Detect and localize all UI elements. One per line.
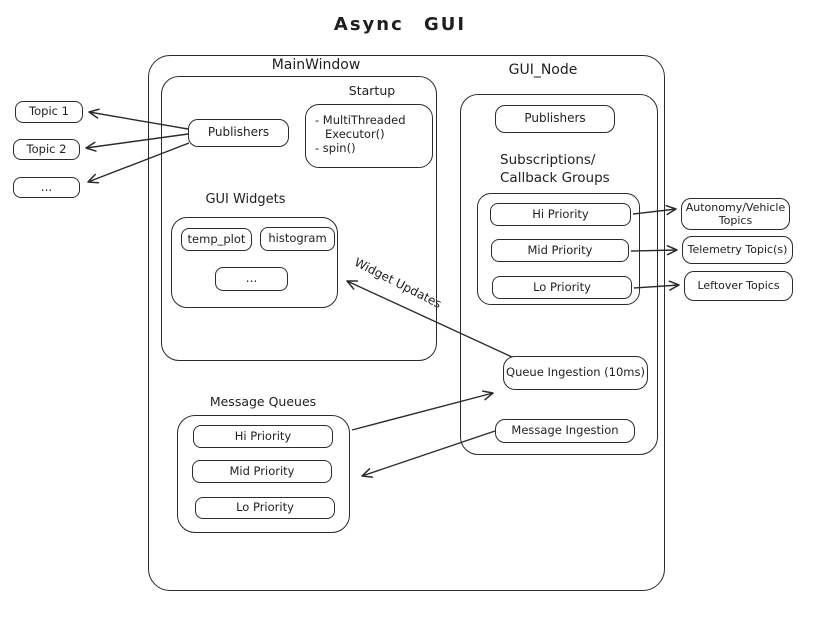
startup-code-lines: - MultiThreaded Executor() - spin() (306, 105, 410, 155)
mainwindow-label: MainWindow (271, 57, 361, 73)
message-queues-box (177, 415, 350, 533)
callback-lo-priority-box: Lo Priority (492, 276, 632, 299)
startup-box: - MultiThreaded Executor() - spin() (305, 104, 433, 168)
message-queues-label: Message Queues (209, 394, 317, 409)
startup-label: Startup (348, 83, 396, 98)
gui-widgets-box (171, 217, 338, 308)
queue-lo-priority-box: Lo Priority (195, 497, 335, 519)
diagram-title: Async GUI (333, 14, 467, 35)
subscriptions-heading-line-1: Subscriptions/ (500, 152, 596, 168)
topic-more-box: ... (13, 177, 80, 198)
subscriptions-heading: Subscriptions/ Callback Groups (500, 151, 630, 187)
callback-groups-box (477, 193, 640, 305)
topic-1-box: Topic 1 (15, 101, 83, 123)
queue-hi-priority-box: Hi Priority (193, 425, 333, 448)
callback-mid-priority-box: Mid Priority (491, 239, 629, 262)
gui-node-label: GUI_Node (508, 62, 578, 78)
subscriptions-heading-line-2: Callback Groups (500, 170, 610, 186)
message-ingestion-box: Message Ingestion (495, 419, 635, 443)
autonomy-vehicle-topics-box: Autonomy/Vehicle Topics (681, 198, 790, 230)
startup-line-1: - MultiThreaded (315, 113, 406, 127)
leftover-topics-box: Leftover Topics (684, 271, 793, 301)
gui-widgets-label: GUI Widgets (205, 192, 286, 207)
telemetry-topics-box: Telemetry Topic(s) (682, 236, 793, 264)
topic-2-box: Topic 2 (13, 139, 80, 160)
mainwindow-publishers-box: Publishers (188, 119, 289, 147)
app-outer-box (148, 55, 665, 591)
widget-more-box: ... (215, 267, 288, 291)
startup-line-2: Executor() (325, 127, 385, 141)
queue-ingestion-box: Queue Ingestion (10ms) (503, 356, 648, 390)
mainwindow-box (161, 76, 437, 361)
callback-hi-priority-box: Hi Priority (490, 203, 631, 226)
widget-temp-plot-box: temp_plot (181, 228, 252, 251)
queue-mid-priority-box: Mid Priority (192, 460, 332, 483)
widget-histogram-box: histogram (260, 227, 335, 251)
gui-node-publishers-box: Publishers (495, 105, 615, 133)
startup-line-3: - spin() (315, 141, 356, 155)
gui-node-box (460, 94, 658, 455)
